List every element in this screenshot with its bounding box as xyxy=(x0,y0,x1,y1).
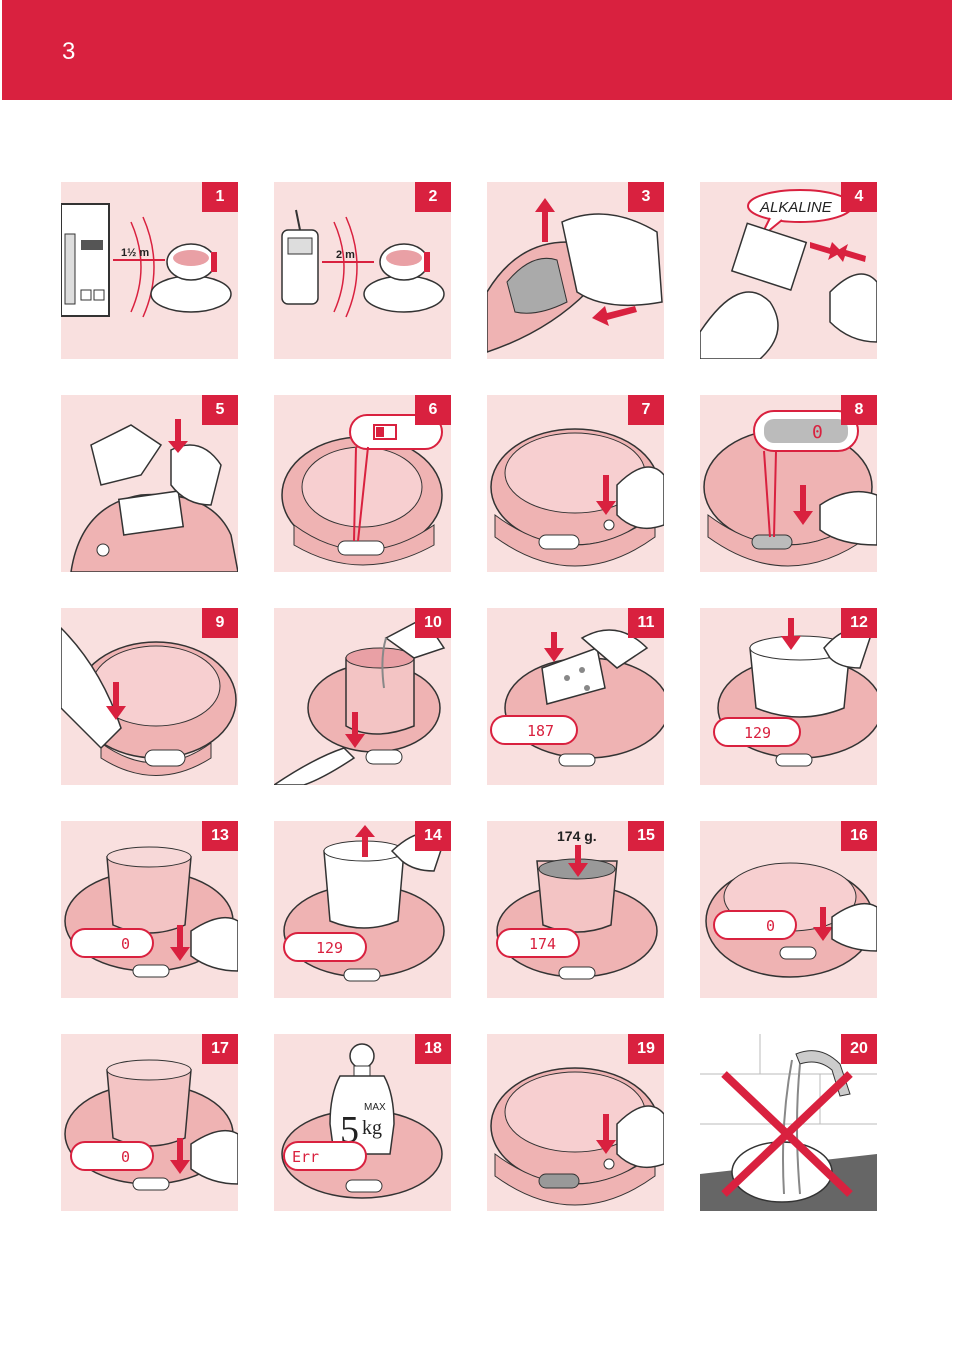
pour-liquid-illustration xyxy=(274,617,446,785)
step-panel-19: 19 xyxy=(487,1034,664,1211)
page-number: 3 xyxy=(62,38,76,65)
step-panel-3: 3 xyxy=(487,182,664,359)
step-number: 20 xyxy=(841,1034,877,1064)
step-panel-6: 6 xyxy=(274,395,451,572)
step-number: 18 xyxy=(415,1034,451,1064)
weigh-cheese-illustration: 187 xyxy=(490,629,664,767)
step-number: 7 xyxy=(628,395,664,425)
step-panel-13: 0 13 xyxy=(61,821,238,998)
display-zero-illustration: 0 xyxy=(703,410,877,567)
weight-readout-illustration: 174 g. 174 xyxy=(496,828,658,980)
step-panel-20: 20 xyxy=(700,1034,877,1211)
step-panel-11: 187 11 xyxy=(487,608,664,785)
distance-label: 1½ m xyxy=(121,247,149,259)
step-number: 8 xyxy=(841,395,877,425)
step-panel-4: ALKALINE 4 xyxy=(700,182,877,359)
scale-display: Err xyxy=(292,1148,319,1166)
insert-alkaline-battery-illustration: ALKALINE xyxy=(700,189,877,359)
step-number: 19 xyxy=(628,1034,664,1064)
step-number: 13 xyxy=(202,821,238,851)
scale-display: 0 xyxy=(121,935,130,953)
step-panel-1: 1½ m 1 xyxy=(61,182,238,359)
step-number: 6 xyxy=(415,395,451,425)
battery-compartment-illustration xyxy=(70,419,238,572)
weight-unit: kg xyxy=(362,1117,382,1139)
step-panel-5: 5 xyxy=(61,395,238,572)
step-number: 14 xyxy=(415,821,451,851)
tare-container-again-illustration: 0 xyxy=(64,1059,238,1191)
distance-label: 2 m xyxy=(336,249,355,261)
step-number: 15 xyxy=(628,821,664,851)
press-tare-button-illustration xyxy=(61,626,237,776)
open-battery-cover-illustration xyxy=(487,198,663,353)
tare-empty-illustration: 0 xyxy=(705,862,877,978)
step-panel-7: 7 xyxy=(487,395,664,572)
step-number: 17 xyxy=(202,1034,238,1064)
tare-with-container-illustration: 0 xyxy=(64,846,238,978)
remove-container-illustration: 129 xyxy=(283,825,445,982)
scale-display: 174 xyxy=(529,935,556,953)
step-number: 4 xyxy=(841,182,877,212)
scale-display: 129 xyxy=(316,939,343,957)
step-number: 3 xyxy=(628,182,664,212)
battery-type-label: ALKALINE xyxy=(759,199,833,216)
step-number: 5 xyxy=(202,395,238,425)
step-number: 1 xyxy=(202,182,238,212)
scale-display: 0 xyxy=(121,1148,130,1166)
step-panel-18: 5 MAX kg Err 18 xyxy=(274,1034,451,1211)
step-panel-9: 9 xyxy=(61,608,238,785)
page-header: 3 xyxy=(2,0,952,100)
step-number: 2 xyxy=(415,182,451,212)
mobile-phone-distance-illustration: 2 m xyxy=(281,209,445,318)
press-on-button-illustration xyxy=(490,428,664,567)
step-panel-2: 2 m 2 xyxy=(274,182,451,359)
scale-display: 187 xyxy=(527,722,554,740)
switch-off-illustration xyxy=(490,1067,664,1206)
microwave-distance-illustration: 1½ m xyxy=(61,203,232,318)
step-number: 12 xyxy=(841,608,877,638)
weight-label: 174 g. xyxy=(557,828,597,844)
step-number: 11 xyxy=(628,608,664,638)
step-number: 16 xyxy=(841,821,877,851)
step-panel-17: 0 17 xyxy=(61,1034,238,1211)
scale-display: 129 xyxy=(744,724,771,742)
step-panel-10: 10 xyxy=(274,608,451,785)
step-panel-16: 0 16 xyxy=(700,821,877,998)
scale-display: 0 xyxy=(766,917,775,935)
weight-number: 5 xyxy=(340,1109,359,1151)
scale-display: 0 xyxy=(812,422,823,443)
place-container-illustration: 129 xyxy=(713,618,877,767)
do-not-immerse-illustration xyxy=(700,1034,877,1211)
step-panel-12: 129 12 xyxy=(700,608,877,785)
overload-error-illustration: 5 MAX kg Err xyxy=(281,1043,443,1199)
weight-max: MAX xyxy=(364,1102,386,1113)
step-number: 10 xyxy=(415,608,451,638)
step-panel-8: 0 8 xyxy=(700,395,877,572)
step-panel-14: 129 14 xyxy=(274,821,451,998)
step-number: 9 xyxy=(202,608,238,638)
step-panel-15: 174 g. 174 15 xyxy=(487,821,664,998)
